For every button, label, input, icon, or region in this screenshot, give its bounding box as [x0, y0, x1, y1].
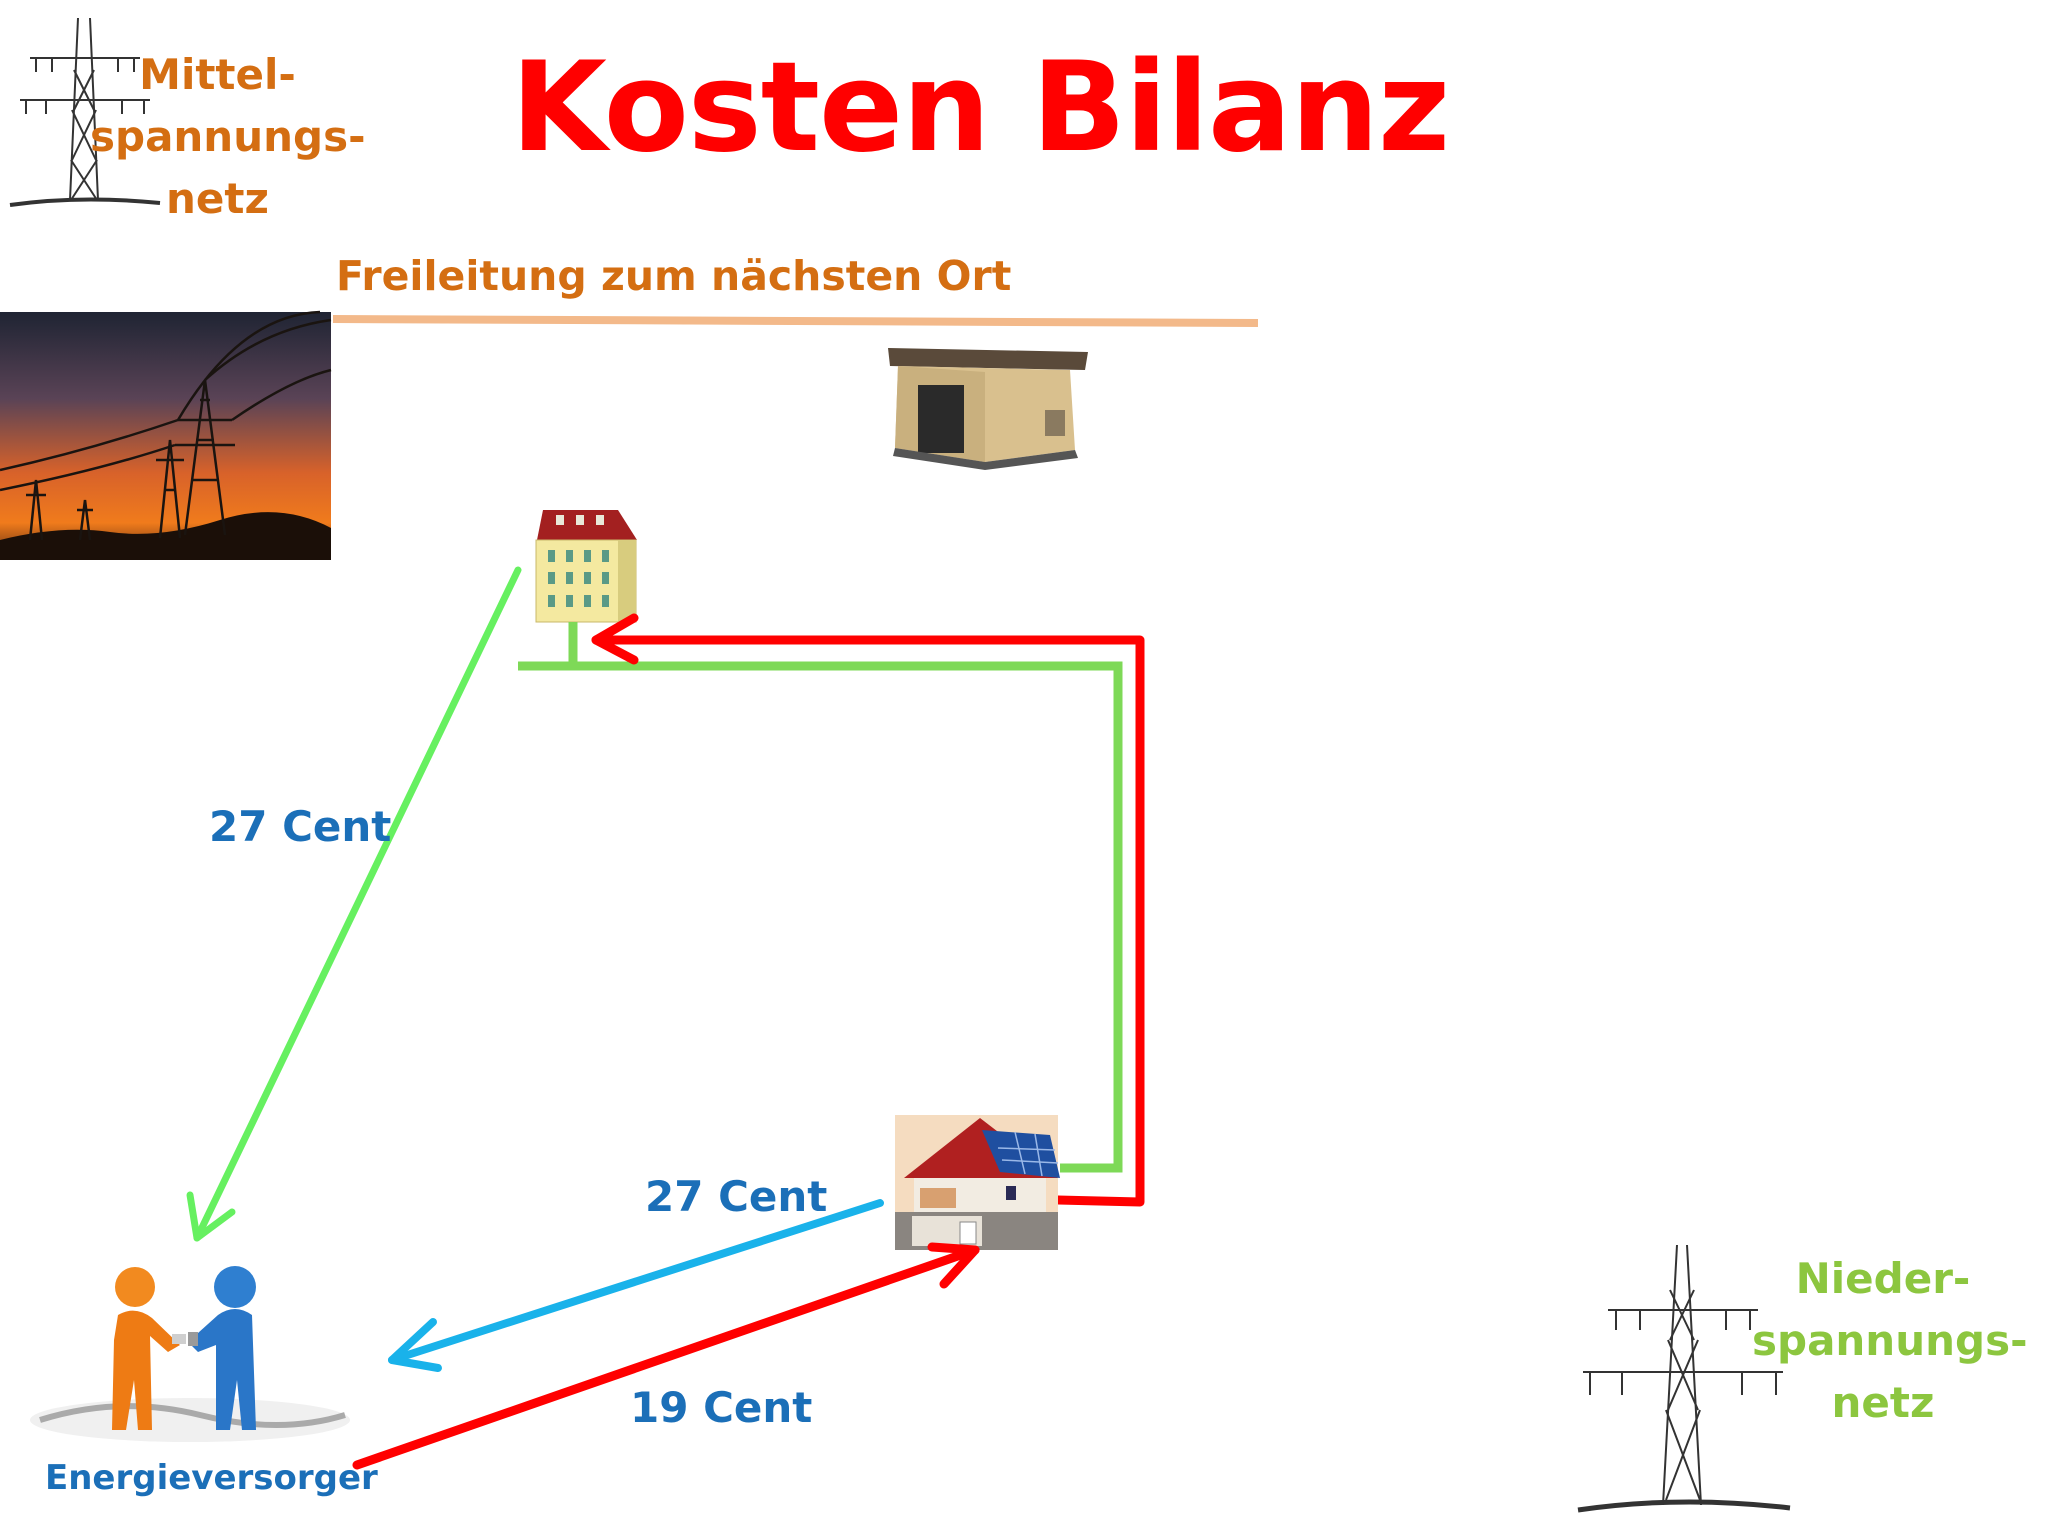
red-arrow-to-solar-house [352, 1242, 980, 1470]
mittel-line2: spannungs- [90, 112, 366, 161]
apartment-building-icon [535, 510, 637, 623]
energieversorger-label: Energieversorger [45, 1458, 378, 1498]
green-arrow-to-versorger [186, 566, 522, 1242]
solar-house-icon [895, 1115, 1060, 1250]
mittelspannungsnetz-label: Mittel- spannungs- netz [90, 44, 366, 230]
nieder-line1: Nieder- [1795, 1254, 1971, 1303]
pylon-niederspannung-icon [1577, 1244, 1791, 1513]
red-feed-in-line [591, 613, 1145, 1207]
nieder-line3: netz [1831, 1378, 1935, 1427]
green-grid-line [518, 622, 1123, 1173]
power-line-sunset-image [0, 310, 332, 560]
page-title: Kosten Bilanz [510, 36, 1450, 180]
energieversorger-icon [30, 1266, 350, 1442]
mittel-line3: netz [166, 174, 269, 223]
cost-label-red: 19 Cent [630, 1383, 813, 1432]
cost-label-green: 27 Cent [209, 802, 392, 851]
cyan-arrow-to-versorger [388, 1199, 884, 1372]
pylon-mittelspannung-icon [9, 17, 161, 207]
cost-label-cyan: 27 Cent [645, 1172, 828, 1221]
transformer-station-icon [888, 348, 1088, 470]
niederspannungsnetz-label: Nieder- spannungs- netz [1752, 1248, 2028, 1434]
mittel-line1: Mittel- [139, 50, 296, 99]
freileitung-line [332, 315, 1259, 327]
nieder-line2: spannungs- [1752, 1316, 2028, 1365]
freileitung-label: Freileitung zum nächsten Ort [336, 252, 1012, 300]
